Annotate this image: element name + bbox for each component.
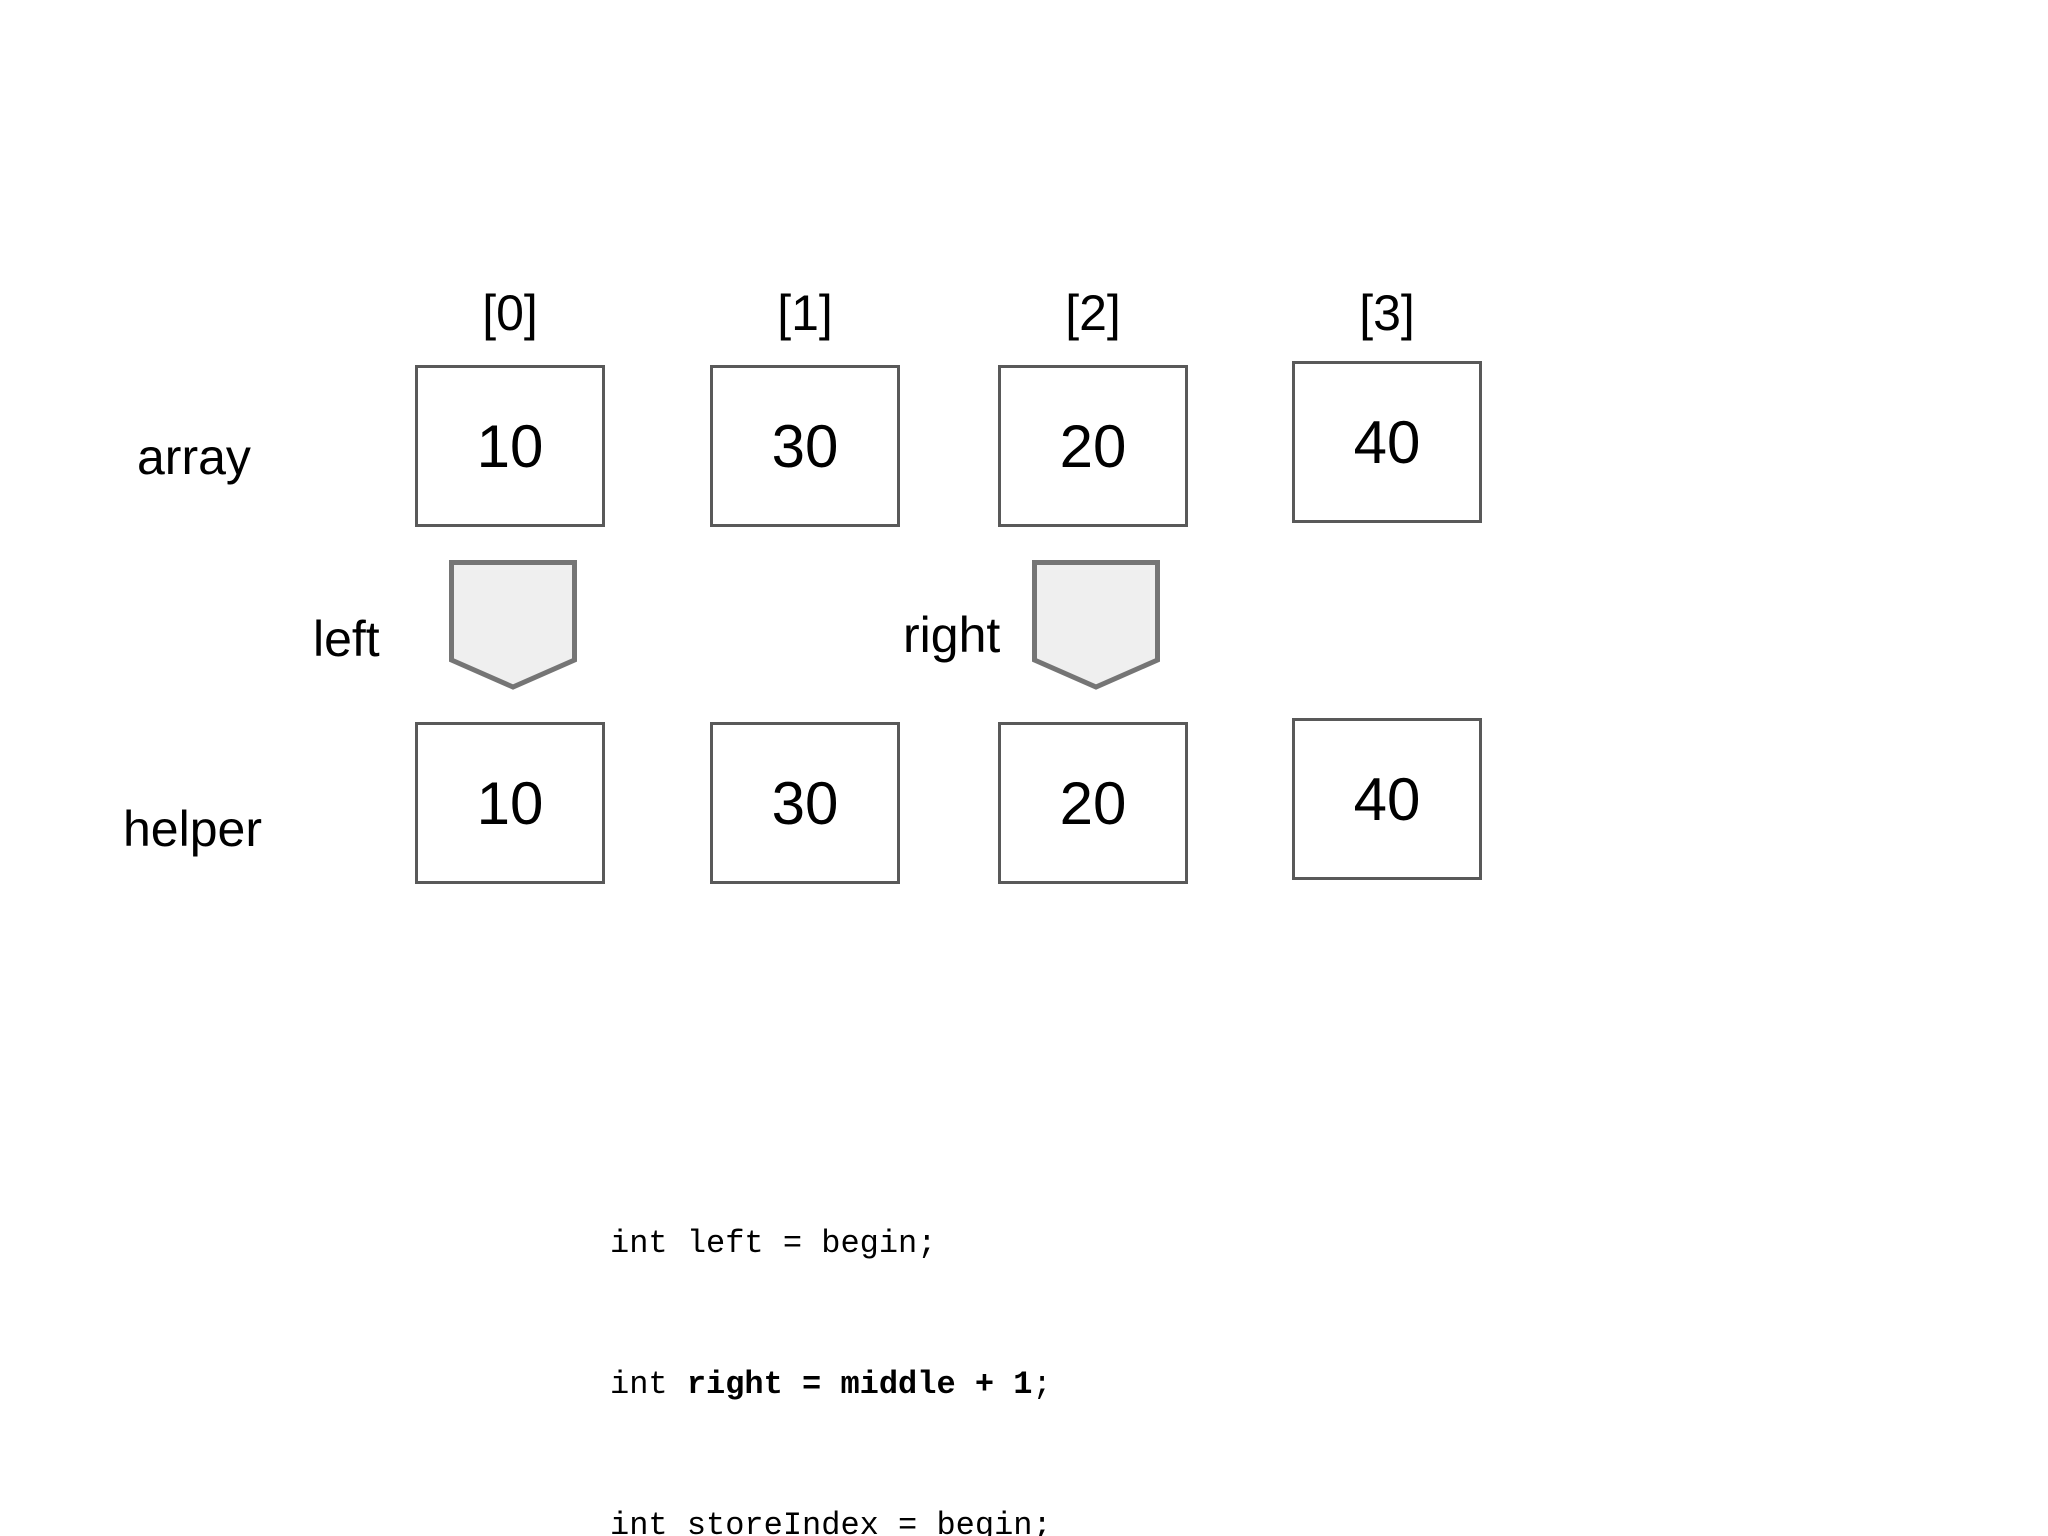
helper-cell-0: 10 [415,722,605,884]
array-cell-2-value: 20 [1059,412,1127,480]
helper-row-label: helper [123,801,262,857]
array-cell-2: 20 [998,365,1188,527]
array-cell-3-value: 40 [1353,408,1421,476]
helper-cell-2: 20 [998,722,1188,884]
code-line-3: int storeIndex = begin; [610,1502,1052,1536]
left-pointer-arrow-icon [449,560,577,690]
array-cell-1-value: 30 [771,412,839,480]
code-text-bold: right = middle + 1 [686,1366,1033,1403]
code-line-1: int left = begin; [610,1220,1052,1267]
helper-cell-1: 30 [710,722,900,884]
array-cell-3: 40 [1292,361,1482,523]
right-pointer-arrow-icon [1032,560,1160,690]
index-label-0: [0] [482,285,538,341]
helper-cell-3: 40 [1292,718,1482,880]
code-line-2: int right = middle + 1; [610,1361,1052,1408]
index-label-3: [3] [1359,285,1415,341]
code-text: ; [1032,1366,1052,1403]
array-cell-0: 10 [415,365,605,527]
helper-cell-0-value: 10 [476,769,544,837]
helper-cell-2-value: 20 [1059,769,1127,837]
array-cell-0-value: 10 [476,412,544,480]
code-text: int [610,1366,687,1403]
right-pointer-label: right [903,607,1001,663]
helper-cell-1-value: 30 [771,769,839,837]
code-snippet: int left = begin; int right = middle + 1… [610,1126,1052,1536]
array-row-label: array [137,429,251,485]
code-text: int left = begin; [610,1225,937,1262]
left-pointer-label: left [313,611,380,667]
array-cell-1: 30 [710,365,900,527]
helper-cell-3-value: 40 [1353,765,1421,833]
index-label-2: [2] [1065,285,1121,341]
code-text: int storeIndex = begin; [610,1507,1052,1536]
index-label-1: [1] [777,285,833,341]
